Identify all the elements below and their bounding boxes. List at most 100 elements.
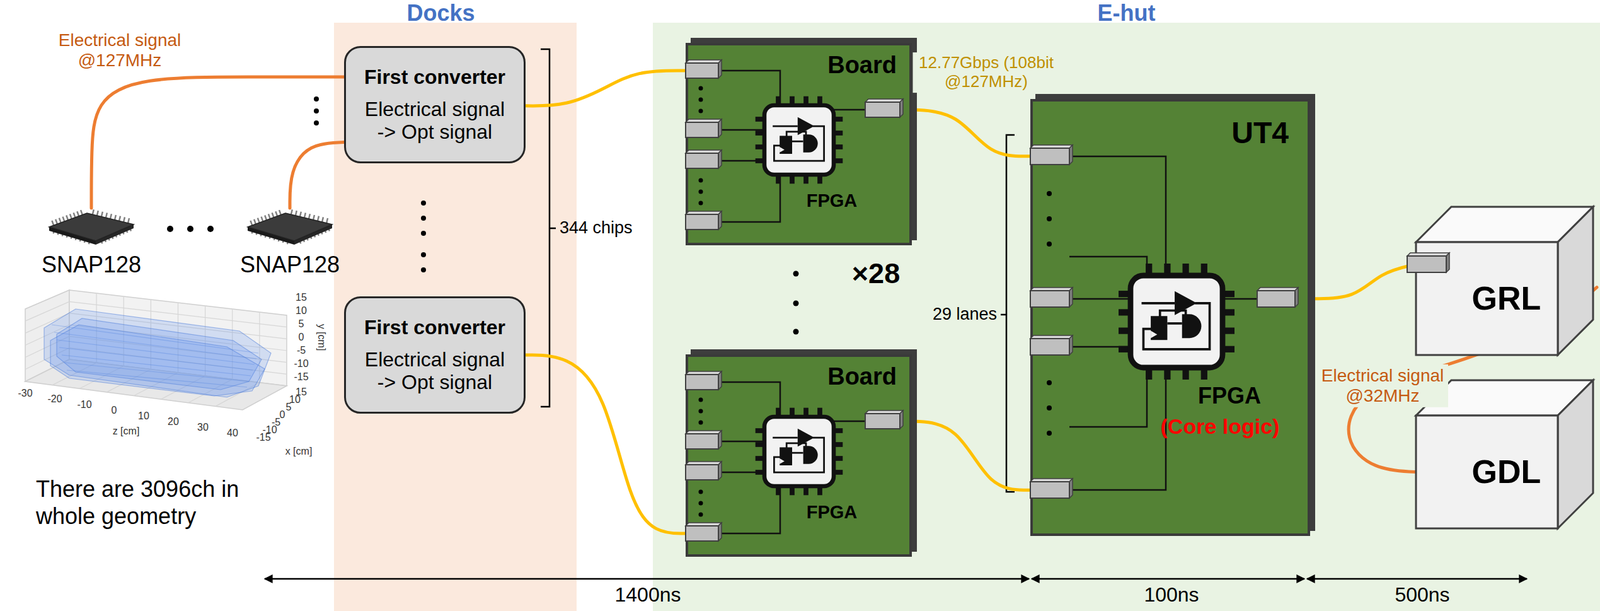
buffer-symbol xyxy=(1174,291,1197,316)
chip-pin xyxy=(51,220,54,226)
ellipsis-dot xyxy=(698,109,704,114)
chip-pin xyxy=(264,214,267,220)
ellipsis-dot xyxy=(1046,190,1052,196)
board-wire xyxy=(718,381,781,417)
logic-wire xyxy=(772,125,798,128)
chip-body xyxy=(764,416,834,486)
crate-box: GDL xyxy=(1415,415,1597,529)
chip-pin xyxy=(127,218,130,224)
clock-symbol xyxy=(779,146,785,153)
ellipsis-dot xyxy=(793,300,800,307)
signal-cable xyxy=(525,354,686,534)
chip-pin xyxy=(66,214,69,220)
axis-tick-label: -5 xyxy=(296,344,306,357)
signal-cable xyxy=(91,76,345,208)
logic-wire xyxy=(1167,322,1182,325)
chip-pin xyxy=(105,212,108,219)
ellipsis-dot xyxy=(313,108,319,114)
axis-tick-label: x [cm] xyxy=(285,445,313,457)
board-wire xyxy=(1069,298,1131,300)
and-gate-symbol xyxy=(803,134,818,153)
annotation: ×28 xyxy=(851,257,900,290)
signal-cable xyxy=(525,70,686,106)
port-connector xyxy=(685,374,719,390)
box-heading: First converter xyxy=(364,65,506,89)
crate-side xyxy=(1557,206,1594,355)
logic-wire xyxy=(1141,301,1176,305)
board-wire xyxy=(833,420,866,423)
ellipsis-dot xyxy=(793,328,800,335)
port-connector xyxy=(685,525,719,541)
area-band: BoardFPGABoardFPGAUT4FPGA(Core logic)GRL… xyxy=(652,22,1600,611)
and-gate-symbol xyxy=(1182,313,1202,338)
ellipsis-dot xyxy=(1046,430,1052,436)
axis-tick-label: -10 xyxy=(293,357,309,370)
axis-tick-label: -15 xyxy=(255,431,271,444)
chip-body xyxy=(49,212,134,241)
detector-strip xyxy=(56,339,255,365)
chip-pin xyxy=(291,209,293,215)
band-fill xyxy=(333,22,577,611)
axis-tick-label: 30 xyxy=(197,421,209,433)
ellipsis-dot xyxy=(420,230,426,236)
signal-cable xyxy=(911,420,1031,490)
crate-label: GRL xyxy=(1472,279,1542,318)
box-body: Electrical signal -> Opt signal xyxy=(361,347,509,395)
chip-pin xyxy=(317,216,319,222)
signal-label: Electrical signal @127MHz xyxy=(54,28,186,72)
chip-pin xyxy=(275,211,278,217)
ellipsis-dot xyxy=(313,96,319,102)
chip-pin xyxy=(119,216,121,222)
signal-cable xyxy=(1310,264,1416,299)
axis-tick-label: -30 xyxy=(17,387,33,399)
port-connector xyxy=(685,214,719,230)
ellipsis-dot xyxy=(420,267,426,273)
port-connector xyxy=(1257,290,1295,307)
board-box: BoardFPGA xyxy=(685,42,912,246)
board-title: Board xyxy=(827,51,897,80)
area-band: First converterElectrical signal -> Opt … xyxy=(333,22,577,611)
board-wire xyxy=(718,174,781,222)
flipflop-symbol xyxy=(779,446,793,466)
ellipsis-dot xyxy=(698,97,704,103)
signal-label: Electrical signal @32MHz xyxy=(1317,364,1449,408)
latency-label: 1400ns xyxy=(615,582,682,607)
chip-pin xyxy=(308,213,311,219)
ellipsis-dot xyxy=(207,225,214,232)
logic-wire xyxy=(792,451,804,454)
port-connector xyxy=(1030,290,1070,307)
chip-pin xyxy=(97,210,99,216)
crate-label: GDL xyxy=(1472,453,1542,491)
ellipsis-dot xyxy=(698,489,704,495)
port-connector xyxy=(865,102,900,118)
chip-label: SNAP128 xyxy=(41,251,142,278)
buffer-symbol xyxy=(797,428,815,447)
axis-tick-label: y [cm] xyxy=(315,323,328,352)
clock-symbol xyxy=(1150,330,1157,339)
axis-tick-label: -15 xyxy=(293,371,309,383)
board-wire xyxy=(1069,156,1166,276)
ellipsis-dot xyxy=(187,225,194,232)
ellipsis-dot xyxy=(698,201,704,206)
chip-pin xyxy=(261,216,264,222)
chip-icon: SNAP128 xyxy=(236,207,344,278)
ellipsis-dot xyxy=(420,252,426,258)
board-wire xyxy=(718,129,765,132)
chip-pin xyxy=(326,218,328,224)
detector-plot xyxy=(25,289,287,410)
axis-tick-label: 0 xyxy=(298,331,305,343)
box-body: Electrical signal -> Opt signal xyxy=(361,97,509,145)
bracket xyxy=(540,49,556,407)
annotation: 344 chips xyxy=(559,218,633,238)
ellipsis-dot xyxy=(1046,241,1052,247)
board-wire xyxy=(1069,367,1166,490)
port-connector xyxy=(685,433,719,449)
ellipsis-dot xyxy=(698,86,704,91)
latency-label: 500ns xyxy=(1394,582,1450,607)
chip-pin xyxy=(73,212,76,218)
axis-tick-label: 40 xyxy=(226,427,239,439)
signal-label: 12.77Gbps (108bit @127MHz) xyxy=(913,52,1060,93)
detector-strip xyxy=(54,332,257,359)
ellipsis-dot xyxy=(1046,379,1052,386)
chip-pin xyxy=(268,213,271,219)
